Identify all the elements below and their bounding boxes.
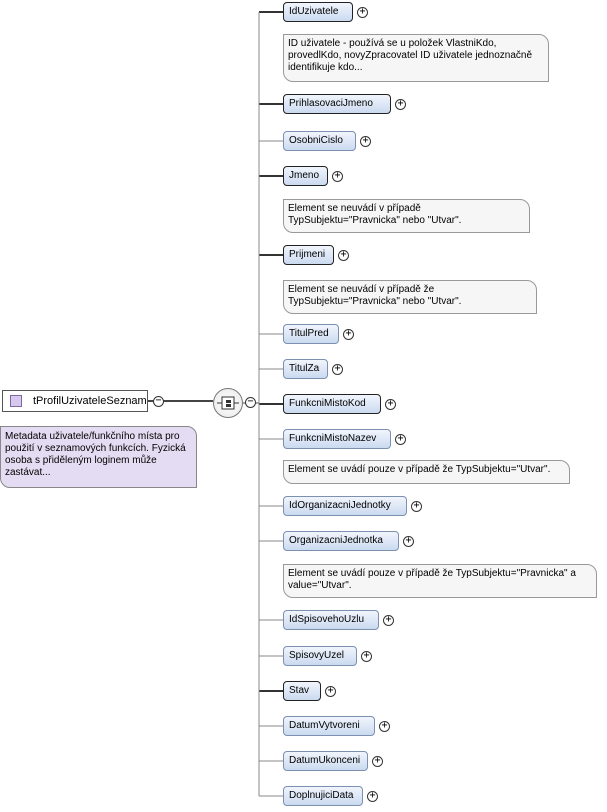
expand-icon[interactable]: + — [361, 651, 372, 662]
root-collapse-icon[interactable]: − — [153, 396, 164, 407]
root-type-box[interactable]: tProfilUzivateleSeznam — [2, 390, 148, 412]
expand-icon[interactable]: + — [360, 136, 371, 147]
expand-icon[interactable]: + — [395, 434, 406, 445]
sequence-compositor-icon — [213, 388, 243, 418]
element-IdSpisovehoUzlu[interactable]: IdSpisovehoUzlu — [283, 610, 379, 630]
element-documentation: Element se neuvádí v případě že TypSubje… — [283, 280, 537, 314]
expand-icon[interactable]: + — [338, 250, 349, 261]
expand-icon[interactable]: + — [357, 7, 368, 18]
root-type-name: tProfilUzivateleSeznam — [33, 395, 147, 407]
element-IdUzivatele[interactable]: IdUzivatele — [283, 2, 353, 22]
complex-type-icon — [10, 395, 22, 407]
element-TitulZa[interactable]: TitulZa — [283, 359, 328, 379]
element-Prijmeni[interactable]: Prijmeni — [283, 245, 334, 265]
element-documentation: ID uživatele - používá se u položek Vlas… — [283, 34, 549, 82]
element-documentation: Element se uvádí pouze v případě že TypS… — [283, 564, 597, 598]
expand-icon[interactable]: + — [403, 536, 414, 547]
expand-icon[interactable]: + — [411, 501, 422, 512]
expand-icon[interactable]: + — [332, 364, 343, 375]
expand-icon[interactable]: + — [343, 329, 354, 340]
expand-icon[interactable]: + — [372, 756, 383, 767]
element-documentation: Element se neuvádí v případě TypSubjektu… — [283, 199, 530, 233]
expand-icon[interactable]: + — [385, 399, 396, 410]
element-PrihlasovaciJmeno[interactable]: PrihlasovaciJmeno — [283, 94, 391, 114]
element-IdOrganizacniJednotky[interactable]: IdOrganizacniJednotky — [283, 496, 407, 516]
element-TitulPred[interactable]: TitulPred — [283, 324, 339, 344]
expand-icon[interactable]: + — [379, 721, 390, 732]
element-Jmeno[interactable]: Jmeno — [283, 166, 328, 186]
element-documentation: Element se uvádí pouze v případě že TypS… — [283, 460, 570, 484]
element-Stav[interactable]: Stav — [283, 681, 321, 701]
expand-icon[interactable]: + — [325, 686, 336, 697]
element-FunkcniMistoKod[interactable]: FunkcniMistoKod — [283, 394, 381, 414]
element-DatumUkonceni[interactable]: DatumUkonceni — [283, 751, 368, 771]
expand-icon[interactable]: + — [395, 99, 406, 110]
element-OrganizacniJednotka[interactable]: OrganizacniJednotka — [283, 531, 399, 551]
element-DatumVytvoreni[interactable]: DatumVytvoreni — [283, 716, 375, 736]
element-DoplnujiciData[interactable]: DoplnujiciData — [283, 786, 363, 806]
expand-icon[interactable]: + — [383, 615, 394, 626]
element-OsobniCislo[interactable]: OsobniCislo — [283, 131, 356, 151]
expand-icon[interactable]: + — [367, 791, 378, 802]
root-documentation: Metadata uživatele/funkčního místa pro p… — [0, 426, 197, 488]
element-FunkcniMistoNazev[interactable]: FunkcniMistoNazev — [283, 429, 391, 449]
expand-icon[interactable]: + — [332, 171, 343, 182]
sequence-collapse-icon[interactable]: − — [245, 397, 256, 408]
element-SpisovyUzel[interactable]: SpisovyUzel — [283, 646, 357, 666]
